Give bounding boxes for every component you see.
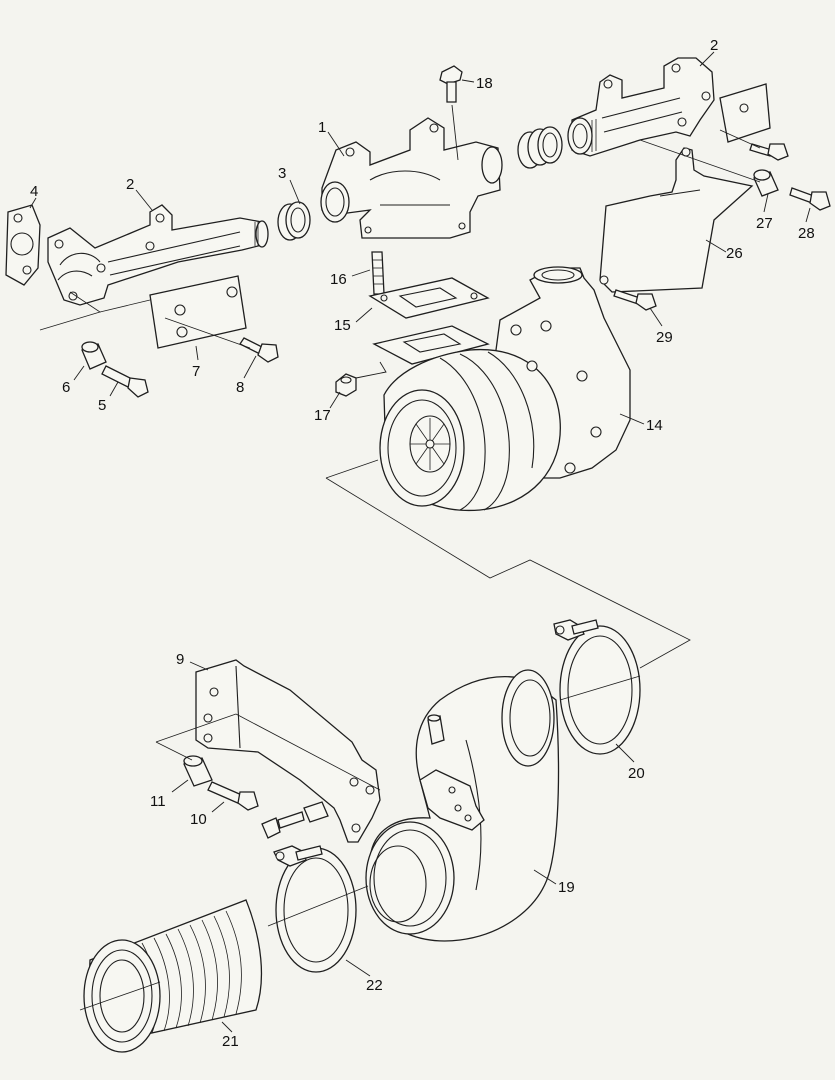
callout-8: 8 bbox=[236, 379, 244, 396]
callout-6: 6 bbox=[62, 379, 70, 396]
callout-4: 4 bbox=[30, 183, 38, 200]
callout-19: 19 bbox=[558, 879, 575, 896]
nut-part-17 bbox=[335, 361, 387, 397]
spacer-part-11 bbox=[183, 755, 213, 787]
turbocharger-part-14 bbox=[372, 266, 631, 512]
callout-9: 9 bbox=[176, 651, 184, 668]
callout-26: 26 bbox=[726, 245, 743, 262]
bolt-part-29 bbox=[613, 289, 657, 311]
callout-27: 27 bbox=[756, 215, 773, 232]
flexible-bellows-part-21 bbox=[83, 899, 263, 1053]
callout-18: 18 bbox=[476, 75, 493, 92]
callout-7: 7 bbox=[192, 363, 200, 380]
heat-shield-plate-part-7 bbox=[149, 275, 247, 349]
gasket-part-4 bbox=[5, 204, 41, 286]
callout-22: 22 bbox=[366, 977, 383, 994]
callout-20: 20 bbox=[628, 765, 645, 782]
spacer-sleeve-part-27 bbox=[753, 169, 779, 197]
exhaust-elbow-part-19 bbox=[365, 669, 560, 942]
bolt-part-28 bbox=[789, 187, 831, 211]
manifold-section-part-2-right bbox=[567, 57, 715, 157]
callout-16: 16 bbox=[330, 271, 347, 288]
heat-shield-plate-right bbox=[719, 83, 771, 143]
callout-leaders bbox=[29, 51, 811, 1033]
stud-part-16 bbox=[371, 251, 385, 295]
callout-29: 29 bbox=[656, 329, 673, 346]
callout-5: 5 bbox=[98, 397, 106, 414]
callout-11: 11 bbox=[150, 793, 166, 810]
v-band-clamp-part-20 bbox=[553, 619, 641, 755]
callout-17: 17 bbox=[314, 407, 331, 424]
v-band-clamp-part-22 bbox=[273, 845, 357, 973]
callout-3: 3 bbox=[278, 165, 286, 182]
bolt-part-5 bbox=[101, 365, 149, 398]
bolt-and-spacer-bracket bbox=[261, 801, 329, 839]
callout-1: 1 bbox=[318, 119, 326, 136]
callout-14: 14 bbox=[646, 417, 663, 434]
callout-2-left: 2 bbox=[126, 176, 134, 193]
callout-28: 28 bbox=[798, 225, 815, 242]
spacer-sleeve-part-6 bbox=[81, 341, 107, 370]
callout-15: 15 bbox=[334, 317, 351, 334]
callout-2-right: 2 bbox=[710, 37, 718, 54]
callout-labels: 1 2 2 3 4 5 6 7 8 9 10 11 14 15 16 17 18… bbox=[30, 37, 815, 1050]
bolt-part-10 bbox=[207, 781, 259, 811]
callout-10: 10 bbox=[190, 811, 207, 828]
callout-21: 21 bbox=[222, 1033, 239, 1050]
sealing-rings-part-3-right bbox=[517, 126, 563, 169]
heat-shield-bracket-part-26 bbox=[599, 147, 754, 293]
bolt-right-plate bbox=[749, 143, 789, 161]
bolt-part-18 bbox=[439, 65, 463, 161]
support-bracket-part-9 bbox=[195, 659, 381, 843]
bolt-part-8 bbox=[239, 337, 279, 363]
manifold-section-part-2-left bbox=[47, 204, 269, 306]
sealing-rings-part-3 bbox=[277, 201, 311, 241]
assembly-lines bbox=[39, 129, 761, 1011]
manifold-section-part-1 bbox=[320, 117, 503, 239]
flange-gasket-part-15 bbox=[368, 277, 490, 319]
